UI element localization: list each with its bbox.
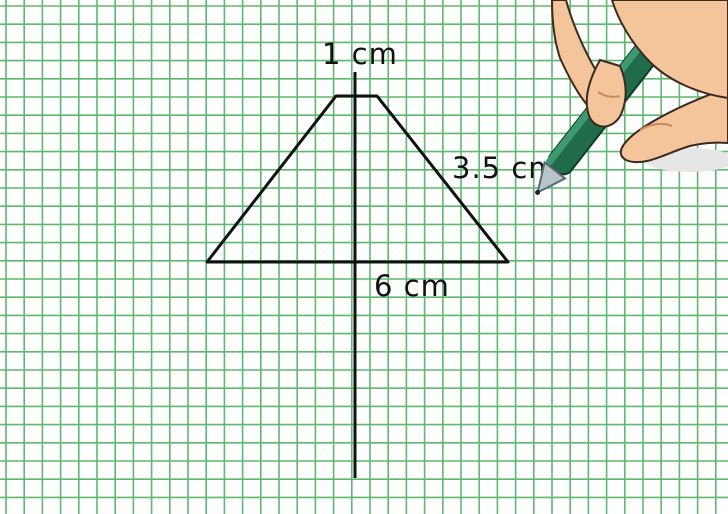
slant-side-label: 3.5 cm bbox=[452, 151, 558, 185]
pen-tip bbox=[536, 160, 567, 195]
hand-palm bbox=[619, 86, 728, 164]
thumb bbox=[585, 58, 627, 128]
trapezoid-outline bbox=[205, 94, 510, 264]
hand-holding-pen-icon bbox=[535, 0, 728, 195]
trapezoid-figure bbox=[205, 72, 510, 478]
bottom-base-label: 6 cm bbox=[374, 269, 450, 303]
top-base-label: 1 cm bbox=[322, 37, 398, 71]
